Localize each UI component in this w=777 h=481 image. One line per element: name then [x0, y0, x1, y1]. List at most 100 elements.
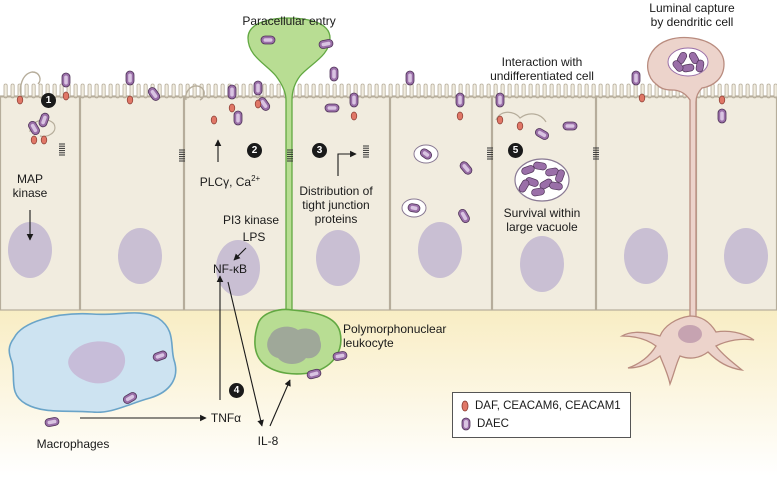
bacterium-core: [256, 83, 260, 93]
cell-nucleus: [624, 228, 668, 284]
microvillus: [528, 83, 533, 99]
macrophage-nucleus: [68, 341, 126, 384]
microvillus: [731, 83, 736, 99]
daec-bacteria: [16, 35, 727, 427]
daec-bacterium: [253, 80, 263, 96]
step-marker-2: 2: [247, 143, 262, 158]
daec-bacterium: [38, 112, 50, 128]
pmn-nucleus: [267, 326, 322, 364]
bacterium-core: [150, 89, 158, 99]
daec-bacterium: [349, 92, 359, 108]
daec-bacterium: [227, 84, 237, 100]
legend-row-bacteria: DAEC: [461, 416, 509, 432]
dendritic-nucleus: [678, 325, 702, 343]
receptor: [40, 135, 48, 145]
dendritic-cell-apical: [646, 36, 725, 319]
bacterium-core: [565, 124, 575, 128]
microvillus: [276, 83, 281, 99]
microvillus: [178, 83, 183, 99]
daec-bacterium: [717, 108, 727, 124]
microvillus: [381, 83, 386, 99]
microvillus: [136, 83, 141, 99]
microvillus: [752, 83, 757, 99]
microvillus: [115, 83, 120, 99]
microvillus: [633, 83, 638, 99]
il8-pmn-arrow: [269, 379, 291, 427]
microvillus: [472, 83, 477, 99]
microvillus: [311, 83, 316, 99]
tight-junctions: [59, 143, 599, 162]
microvillus: [388, 83, 393, 99]
receptor: [350, 111, 358, 121]
receptor: [228, 103, 236, 113]
step-marker-4: 4: [229, 383, 244, 398]
microvillus: [605, 83, 610, 99]
daec-bacterium: [455, 92, 465, 108]
cell-nucleus: [724, 228, 768, 284]
microvillus: [521, 83, 526, 99]
lps-arrow: [233, 247, 247, 261]
microvillus: [87, 83, 92, 99]
microvillus: [24, 83, 29, 99]
bacterium-core: [47, 419, 57, 425]
label-plc: PLCγ, Ca2+: [190, 172, 270, 189]
vacuole-bacterium: [533, 161, 547, 171]
bacterium-core: [263, 38, 273, 42]
microvillus: [206, 83, 211, 99]
receptor: [62, 91, 70, 101]
microvillus: [507, 83, 512, 99]
microvillus: [73, 83, 78, 99]
daec-bacterium: [152, 350, 168, 362]
microvillus: [108, 83, 113, 99]
microvillus: [584, 83, 589, 99]
microvillus: [738, 83, 743, 99]
bacterium-core: [327, 106, 337, 110]
legend: DAF, CEACAM6, CEACAM1 DAEC: [452, 392, 631, 438]
microvillus: [346, 83, 351, 99]
microvillus: [535, 83, 540, 99]
bacterium-core: [335, 353, 345, 359]
receptor: [16, 95, 24, 105]
daec-bacterium: [419, 148, 433, 160]
membrane-ruffle: [19, 71, 41, 99]
label-plc-text: PLCγ, Ca: [199, 175, 252, 189]
microvillus: [325, 83, 330, 99]
bacterium-core: [720, 111, 724, 121]
daec-bacterium: [123, 392, 137, 404]
membrane-ruffle: [185, 85, 205, 101]
vacuole-bacterium: [549, 181, 563, 191]
daec-bacterium: [28, 121, 40, 135]
cell-nucleus: [216, 240, 260, 296]
cell-nucleus: [520, 236, 564, 292]
microvillus: [437, 83, 442, 99]
microvillus: [38, 83, 43, 99]
microvillus: [514, 83, 519, 99]
microvillus: [444, 83, 449, 99]
microvillus: [570, 83, 575, 99]
label-pi3-kinase: PI3 kinase: [222, 213, 280, 227]
microvillus: [416, 83, 421, 99]
daec-bacterium: [405, 70, 415, 86]
bacterium-body: [549, 181, 563, 191]
microvillus: [164, 83, 169, 99]
daec-bacterium: [260, 35, 276, 45]
step-marker-3: 3: [312, 143, 327, 158]
microvillus: [248, 83, 253, 99]
label-macrophages: Macrophages: [36, 437, 110, 451]
microvillus: [171, 83, 176, 99]
daec-bacterium: [495, 92, 505, 108]
bacterium-core: [462, 164, 470, 172]
microvillus: [59, 83, 64, 99]
receptor: [30, 135, 38, 145]
microvillus: [563, 83, 568, 99]
bacterium-core: [155, 353, 165, 359]
bacterium-body: [672, 60, 684, 72]
daec-bacterium: [407, 203, 421, 213]
cell-nucleus: [316, 230, 360, 286]
microvillus: [759, 83, 764, 99]
receptor: [638, 93, 646, 103]
signal-arrows: [26, 139, 357, 427]
microvillus: [80, 83, 85, 99]
cell-nucleus: [118, 228, 162, 284]
